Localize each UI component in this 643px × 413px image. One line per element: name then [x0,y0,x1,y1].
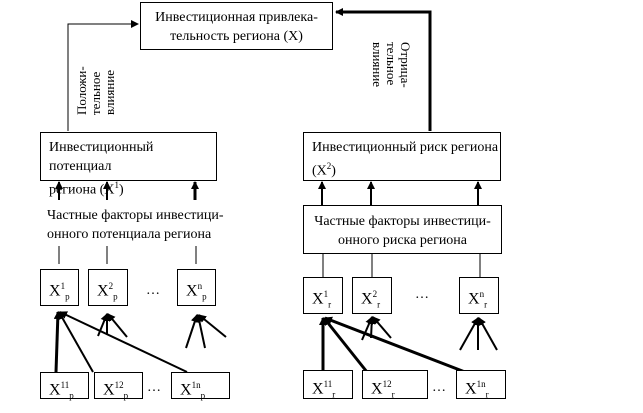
label: r [328,299,332,310]
factor-xr1n: X1nr [456,370,506,400]
label: тельность региона (X) [170,29,303,44]
label: региона (X [49,182,115,198]
label: тельное [88,71,103,115]
label: 1n [191,380,201,390]
label: r [332,389,336,400]
label: влияние [102,69,117,115]
investment-potential-box: Инвестиционный потенциал региона (X1) [40,132,217,198]
label: r [391,389,395,400]
label: ) [331,163,336,179]
label: 12 [114,380,124,390]
ellipsis: … [147,380,161,395]
label: p [200,390,206,401]
negative-arrow [335,8,432,131]
label: Положи- [74,66,89,115]
label: r [377,299,381,310]
factor-xp1: X1p [40,269,79,306]
investment-risk-box: Инвестиционный риск региона (X2) [303,132,501,181]
label: n [479,289,485,299]
label: X [371,380,383,398]
label: X [312,380,324,398]
label: 1n [476,379,486,389]
negative-influence-label: Отрица- тельное влияние [370,42,413,88]
label: Частные факторы инвестици- [47,208,224,223]
label: 1 [60,281,66,291]
label: n [197,281,203,291]
ellipsis: … [432,380,446,395]
risk-factors-box: Частные факторы инвестици- онного риска … [303,205,502,254]
investment-attractiveness-box: Инвестиционная привлека- тельность регио… [140,2,333,50]
ellipsis: … [415,287,429,302]
label: ) [118,182,124,198]
label: X [97,282,109,300]
label: p [123,390,129,401]
factor-xp1n: X1np [171,372,230,401]
label: онного потенциала региона [47,227,212,242]
factor-xp12: X12p [94,372,143,401]
label: Инвестиционный потенциал [49,140,154,174]
label: 2 [326,161,332,171]
label: Отрица- [398,42,413,88]
positive-influence-label: Положи- тельное влияние [74,66,117,115]
label: X [312,290,324,308]
label: 12 [382,379,392,389]
label: Инвестиционный риск региона [312,140,499,155]
label: онного риска региона [337,233,468,248]
label: 11 [323,379,333,389]
label: 2 [372,289,378,299]
positive-arrow [67,20,139,131]
factor-xr1: X1r [303,277,343,314]
factor-xr2: X2r [352,277,392,314]
label: r [485,389,489,400]
label: X [103,381,115,399]
label: 11 [60,380,70,390]
label: тельное [384,42,399,86]
label: p [113,291,118,302]
factor-xr12: X12r [362,370,428,400]
label: влияние [370,42,385,88]
factor-xp2: X2p [88,269,128,306]
factor-xrn: Xnr [459,277,499,314]
label: X [49,381,61,399]
potential-factors-label: Частные факторы инвестици- онного потенц… [47,206,224,244]
ellipsis: … [146,283,160,298]
label: X [468,290,480,308]
label: 1 [114,180,119,190]
label: 2 [108,281,114,291]
factor-xp11: X11p [40,372,89,401]
label: p [69,390,74,401]
label: (X [312,163,327,179]
label: X [186,282,198,300]
label: X [180,381,192,399]
label: p [65,291,70,302]
label: Инвестиционная привлека- [155,10,318,25]
label: r [484,299,488,310]
factor-xpn: Xnp [177,269,216,306]
label: X [49,282,61,300]
factor-xr11: X11r [303,370,353,400]
label: X [361,290,373,308]
label: Частные факторы инвестици- [314,214,491,229]
label: X [465,380,477,398]
label: 1 [323,289,329,299]
label: p [202,291,207,302]
